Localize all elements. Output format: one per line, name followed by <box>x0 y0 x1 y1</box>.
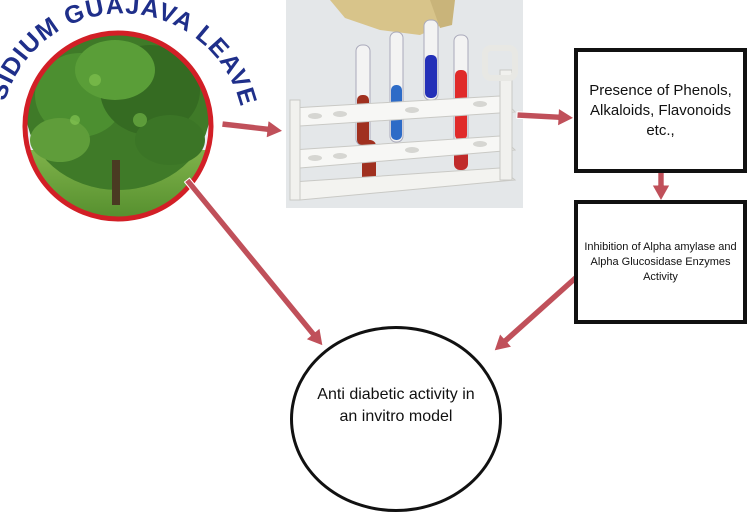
test-tube-rack-photo <box>286 0 523 208</box>
guava-tree-photo <box>20 30 220 230</box>
phenols-box: Presence of Phenols, Alkaloids, Flavonoi… <box>574 48 747 173</box>
arrow-rack-to-phenols <box>517 108 574 126</box>
arrow-tree-to-rack <box>222 120 283 138</box>
result-text: Anti diabetic activity in an invitro mod… <box>315 384 477 428</box>
arrow-phenols-to-inhibition <box>652 171 670 201</box>
inhibition-text: Inhibition of Alpha amylase and Alpha Gl… <box>584 240 737 285</box>
result-circle: Anti diabetic activity in an invitro mod… <box>290 326 502 512</box>
inhibition-box: Inhibition of Alpha amylase and Alpha Gl… <box>574 200 747 324</box>
phenols-text: Presence of Phenols, Alkaloids, Flavonoi… <box>584 81 737 141</box>
